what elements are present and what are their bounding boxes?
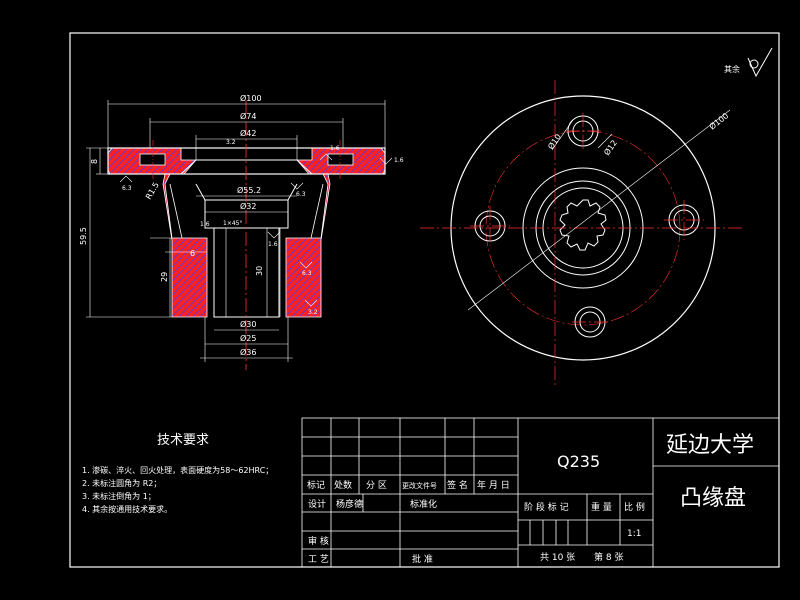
roughness-3: 6.3 xyxy=(296,191,306,198)
standard-label: 标准化 xyxy=(410,498,437,510)
roughness-5: 1.6 xyxy=(268,241,278,248)
dim-h595: 59.5 xyxy=(79,227,88,245)
dim-d30: Ø30 xyxy=(240,319,256,329)
designer-name: 杨彦德 xyxy=(336,498,363,510)
tech-title: 技术要求 xyxy=(157,433,209,448)
dim-d100: Ø100 xyxy=(240,93,262,103)
sheet-count: 共 10 张 xyxy=(540,552,575,563)
design-label: 设计 xyxy=(308,498,326,510)
approve-label: 批 准 xyxy=(412,553,433,565)
roughness-2: 1.6 xyxy=(394,157,404,164)
tech-requirements: 技术要求 1. 渗碳、淬火、回火处理，表面硬度为58～62HRC； 2. 未标注… xyxy=(82,433,273,514)
scale-value: 1:1 xyxy=(627,529,641,539)
dim-d42: Ø42 xyxy=(240,128,256,138)
bolt-hole-left xyxy=(139,153,166,166)
weight-label: 重 量 xyxy=(591,501,612,513)
bolt-hole-right xyxy=(327,153,354,166)
title-block xyxy=(301,417,780,568)
tech-item-1: 1. 渗碳、淬火、回火处理，表面硬度为58～62HRC； xyxy=(82,465,273,475)
roughness-8: 1.6 xyxy=(200,221,210,228)
hdr-zone: 分 区 xyxy=(366,480,387,491)
dim-front-d100: Ø100 xyxy=(707,110,730,131)
dim-chamfer: 1×45° xyxy=(223,220,242,227)
roughness-top: 3.2 xyxy=(226,139,236,146)
front-view: Ø10 Ø12 Ø100 xyxy=(420,80,745,385)
hdr-mark: 标记 xyxy=(307,479,325,491)
dim-d55: Ø55.2 xyxy=(237,185,261,195)
section-left-wall xyxy=(107,147,208,318)
dim-d25: Ø25 xyxy=(240,333,256,343)
dim-d32: Ø32 xyxy=(240,201,256,211)
dim-d74: Ø74 xyxy=(240,111,256,121)
tech-item-3: 3. 未标注倒角为 1； xyxy=(82,491,156,501)
roughness-7: 3.2 xyxy=(308,309,318,316)
tech-item-2: 2. 未标注圆角为 R2； xyxy=(82,478,161,488)
title-block-text: Q235 延边大学 凸缘盘 标记 处数 分 区 更改文件号 签 名 年 月 日 … xyxy=(307,433,754,565)
tech-item-4: 4. 其余按通用技术要求。 xyxy=(82,504,172,514)
dim-h6: 6 xyxy=(190,249,195,258)
spline-profile xyxy=(559,199,607,251)
roughness-4: 1.6 xyxy=(330,145,340,152)
hdr-sign: 签 名 xyxy=(447,479,468,491)
dim-h29: 29 xyxy=(160,272,169,282)
section-view: Ø100 Ø74 Ø42 Ø55.2 Ø32 Ø30 Ø25 Ø36 59.5 … xyxy=(79,93,404,370)
scale-label: 比 例 xyxy=(624,501,645,513)
process-label: 工 艺 xyxy=(308,554,329,565)
surface-roughness-label: 其余 xyxy=(724,64,740,74)
dim-r15: R1.5 xyxy=(144,181,161,201)
dim-d36: Ø36 xyxy=(240,347,256,357)
part-name: 凸缘盘 xyxy=(680,486,746,511)
sheet-number: 第 8 张 xyxy=(594,551,623,563)
stage-label: 阶 段 标 记 xyxy=(524,501,569,513)
roughness-1: 6.3 xyxy=(122,185,132,192)
hdr-count: 处数 xyxy=(334,479,352,491)
roughness-6: 6.3 xyxy=(302,270,312,277)
section-right-wall xyxy=(285,147,386,318)
dim-d12: Ø12 xyxy=(601,138,619,157)
hdr-doc: 更改文件号 xyxy=(402,481,437,490)
review-label: 审 核 xyxy=(308,535,329,547)
surface-roughness-note: 其余 xyxy=(724,47,773,78)
dim-h30: 30 xyxy=(255,266,264,276)
school-name: 延边大学 xyxy=(666,433,754,458)
hdr-date: 年 月 日 xyxy=(477,479,510,491)
material: Q235 xyxy=(557,452,600,471)
dim-h8: 8 xyxy=(90,159,99,164)
dim-d10: Ø10 xyxy=(545,132,563,151)
